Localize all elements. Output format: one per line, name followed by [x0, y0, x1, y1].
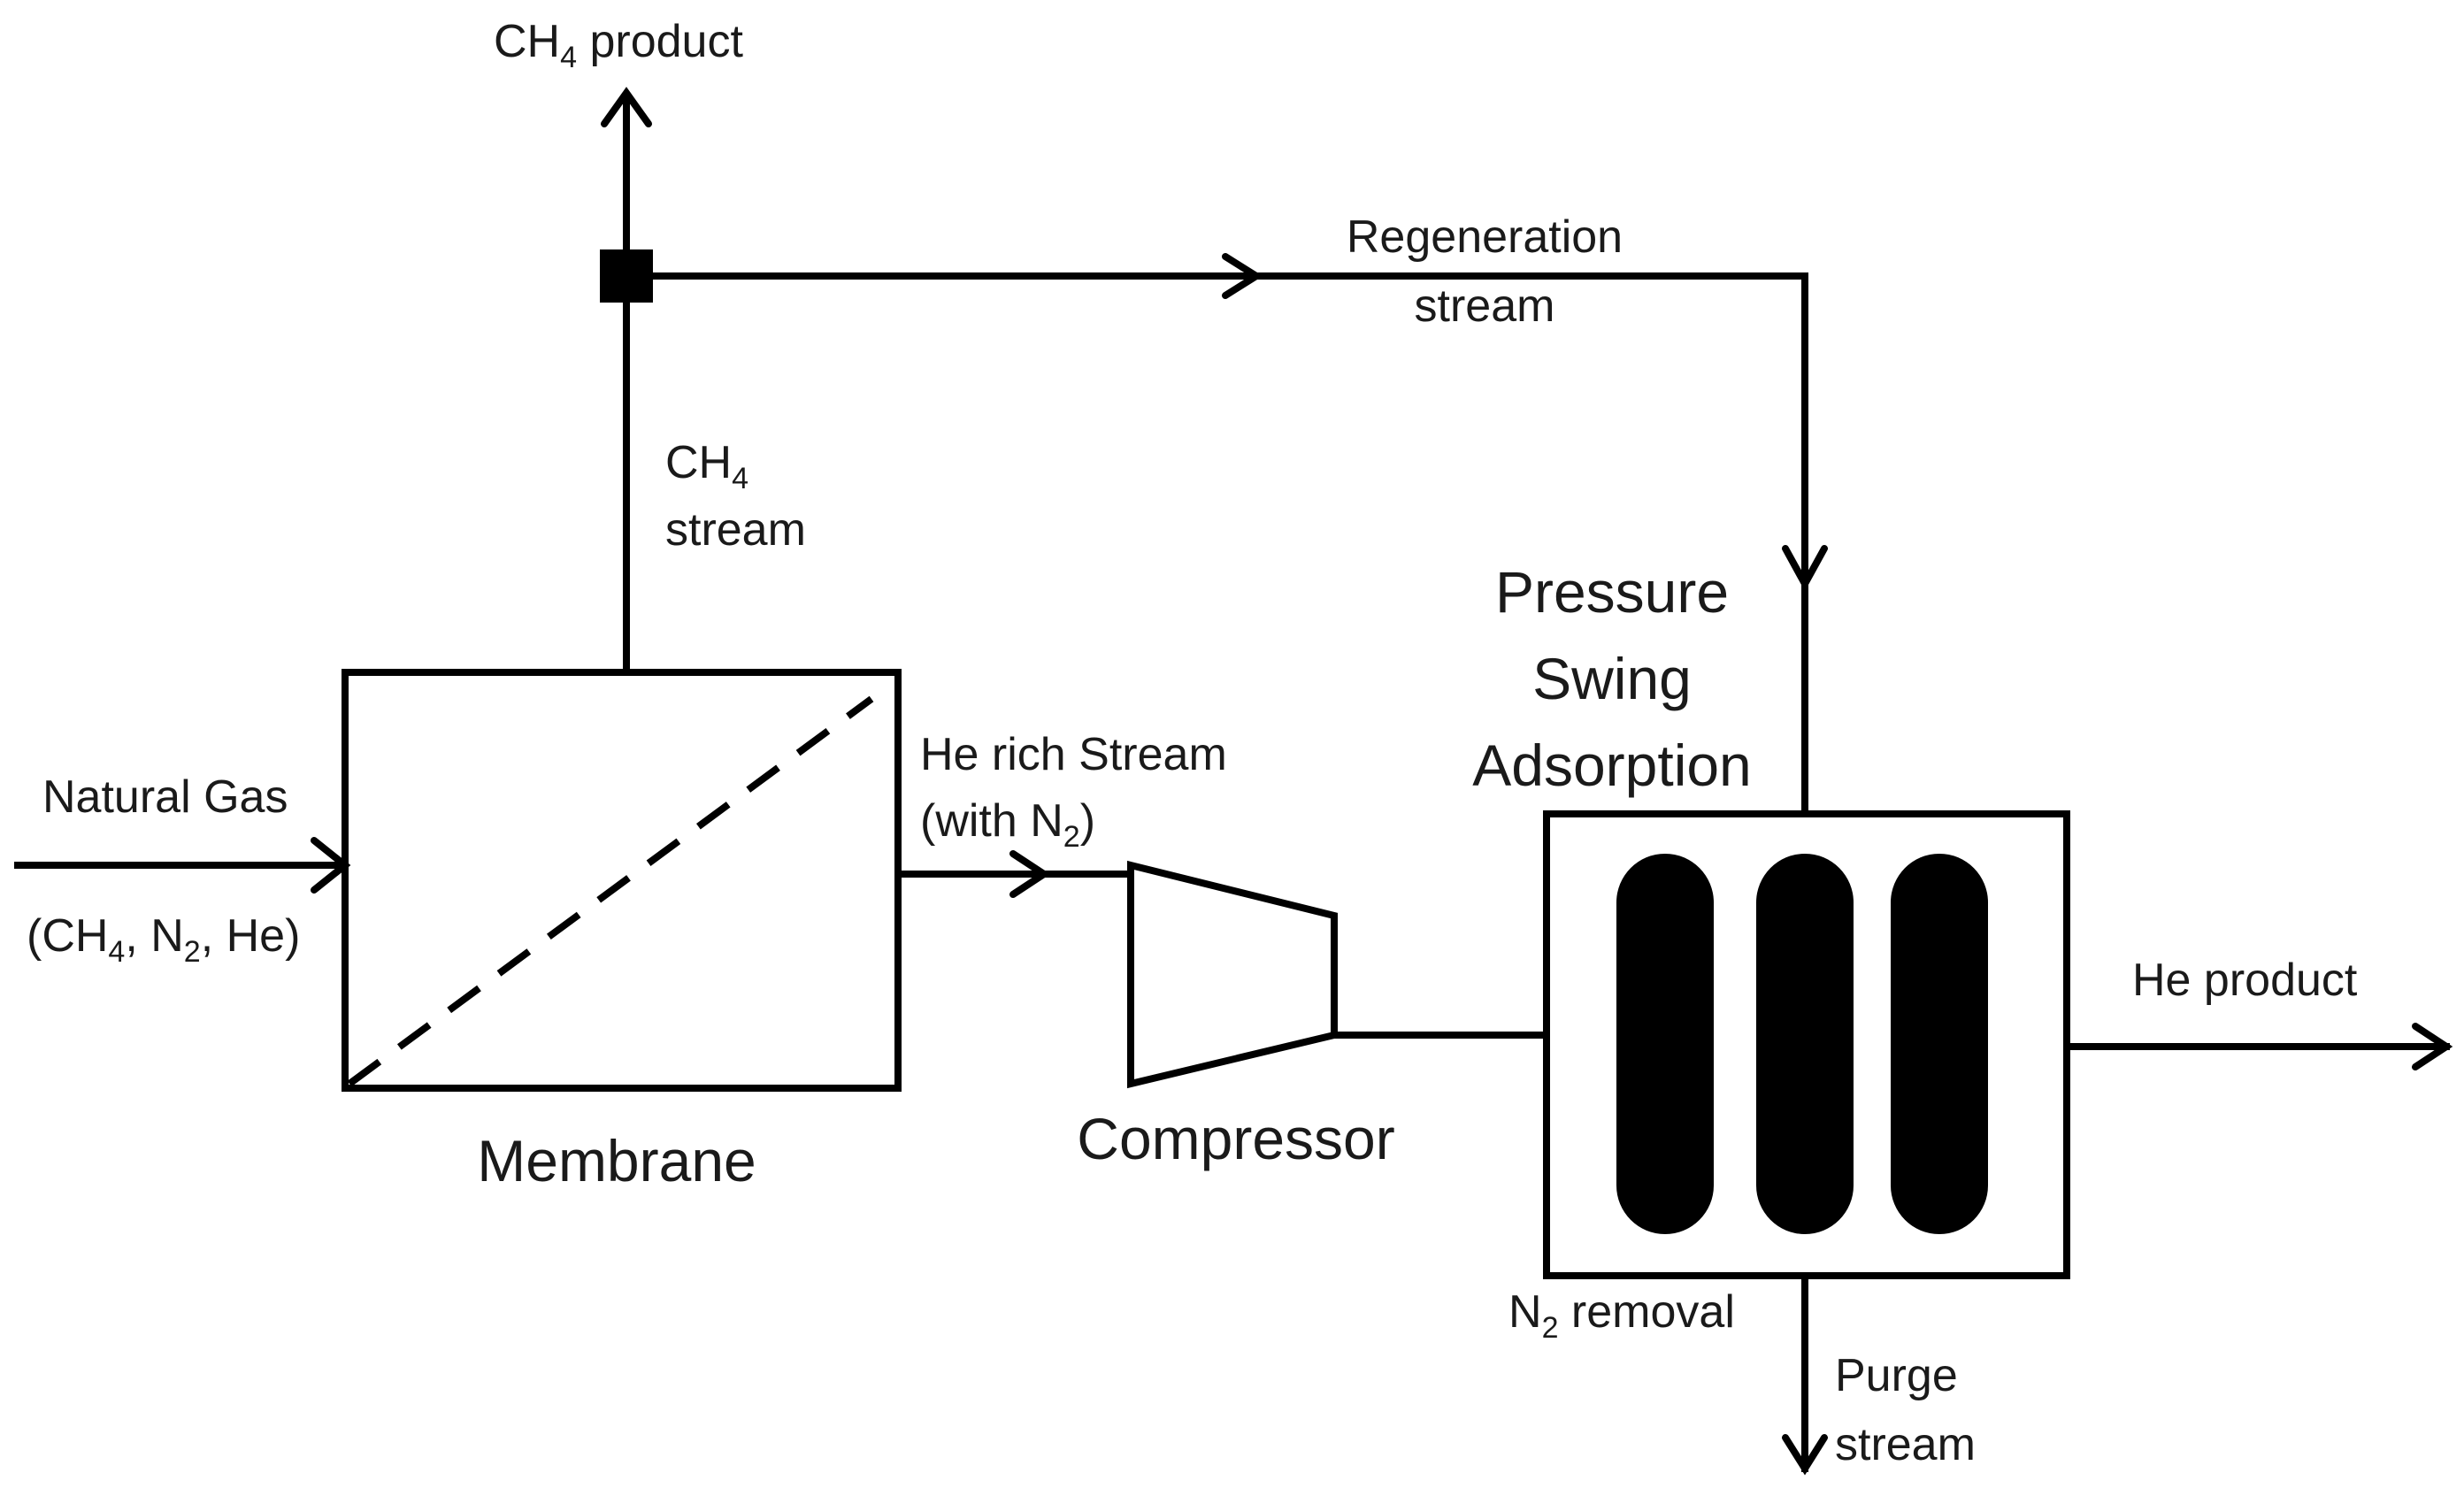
regeneration-stream-arrowhead — [1222, 253, 1263, 299]
he-rich-stream-arrowhead — [1009, 850, 1051, 898]
splitter-junction — [600, 249, 653, 303]
psa-title-line2: Swing — [1532, 646, 1692, 711]
ch4-product-arrowhead — [601, 87, 652, 127]
ch4-product-label: CH4 product — [494, 16, 743, 74]
natural-gas-label: Natural Gas — [42, 771, 288, 823]
adsorption-bed-1 — [1616, 854, 1714, 1234]
he-product-label: He product — [2132, 955, 2358, 1006]
feed-composition-label: (CH4, N2, He) — [27, 910, 300, 969]
psa-title-line1: Pressure — [1495, 559, 1729, 625]
regeneration-down-arrowhead — [1782, 545, 1828, 592]
ch4-stream-label-line1: CH4 — [665, 437, 748, 495]
purge-stream-arrowhead — [1782, 1434, 1828, 1476]
membrane-separator-dashed — [347, 695, 874, 1087]
adsorption-bed-3 — [1891, 854, 1988, 1234]
he-rich-stream-label-line2: (with N2) — [920, 795, 1095, 854]
he-product-arrowhead — [2412, 1023, 2453, 1070]
compressor-unit — [1127, 860, 1338, 1089]
ch4-stream-label-line2: stream — [665, 504, 806, 556]
he-rich-stream-label-line1: He rich Stream — [920, 729, 1227, 780]
n2-removal-label: N2 removal — [1508, 1286, 1735, 1345]
purge-stream-label-line2: stream — [1835, 1419, 1976, 1470]
regeneration-label-line1: Regeneration — [1347, 211, 1623, 263]
compressor-label: Compressor — [1077, 1106, 1394, 1171]
membrane-unit — [342, 669, 902, 1092]
membrane-label: Membrane — [477, 1128, 756, 1193]
regeneration-label-line2: stream — [1415, 280, 1555, 332]
purge-stream-label-line1: Purge — [1835, 1350, 1958, 1401]
adsorption-bed-2 — [1756, 854, 1854, 1234]
psa-title-line3: Adsorption — [1472, 733, 1752, 798]
